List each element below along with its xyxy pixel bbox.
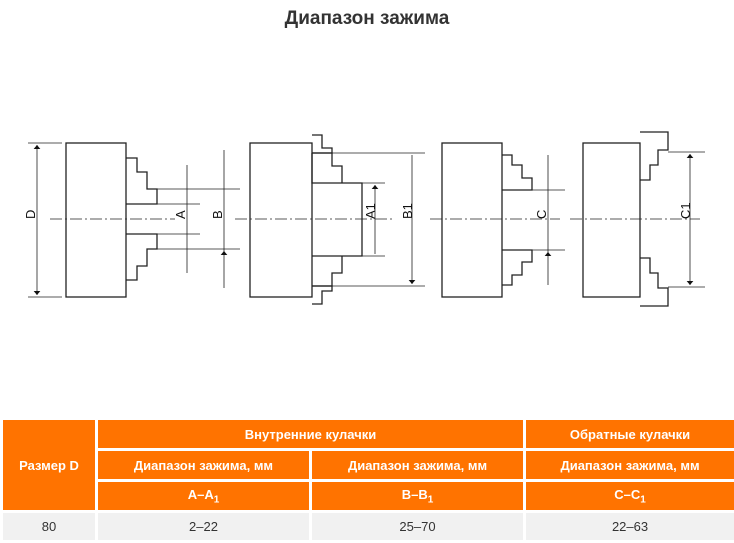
range-header: Диапазон зажима, мм	[97, 450, 311, 481]
clamping-range-table: Размер D Внутренние кулачки Обратные кул…	[0, 417, 734, 543]
chuck-diagram-a-b: D A B	[23, 143, 240, 297]
col-b-header: B–B1	[311, 481, 525, 512]
chuck-diagram-c: C	[430, 143, 565, 297]
label-a: A	[173, 210, 188, 219]
range-header: Диапазон зажима, мм	[311, 450, 525, 481]
label-d: D	[23, 210, 38, 219]
label-b1: B1	[400, 203, 415, 219]
size-header: Размер D	[2, 419, 97, 512]
internal-jaws-header: Внутренние кулачки	[97, 419, 525, 450]
label-c: C	[534, 210, 549, 219]
size-cell: 80	[2, 512, 97, 542]
clamping-diagram: D A B A1 B1 C C1	[0, 0, 734, 400]
label-b: B	[210, 210, 225, 219]
chuck-diagram-c1: C1	[570, 132, 705, 306]
range-c-cell: 22–63	[525, 512, 734, 542]
range-header: Диапазон зажима, мм	[525, 450, 734, 481]
reverse-jaws-header: Обратные кулачки	[525, 419, 734, 450]
table-row: 80 2–22 25–70 22–63	[2, 512, 734, 542]
range-a-cell: 2–22	[97, 512, 311, 542]
range-b-cell: 25–70	[311, 512, 525, 542]
col-a-header: A–A1	[97, 481, 311, 512]
label-a1: A1	[363, 203, 378, 219]
col-c-header: C–C1	[525, 481, 734, 512]
chuck-diagram-a1-b1: A1 B1	[235, 135, 425, 304]
label-c1: C1	[678, 202, 693, 219]
